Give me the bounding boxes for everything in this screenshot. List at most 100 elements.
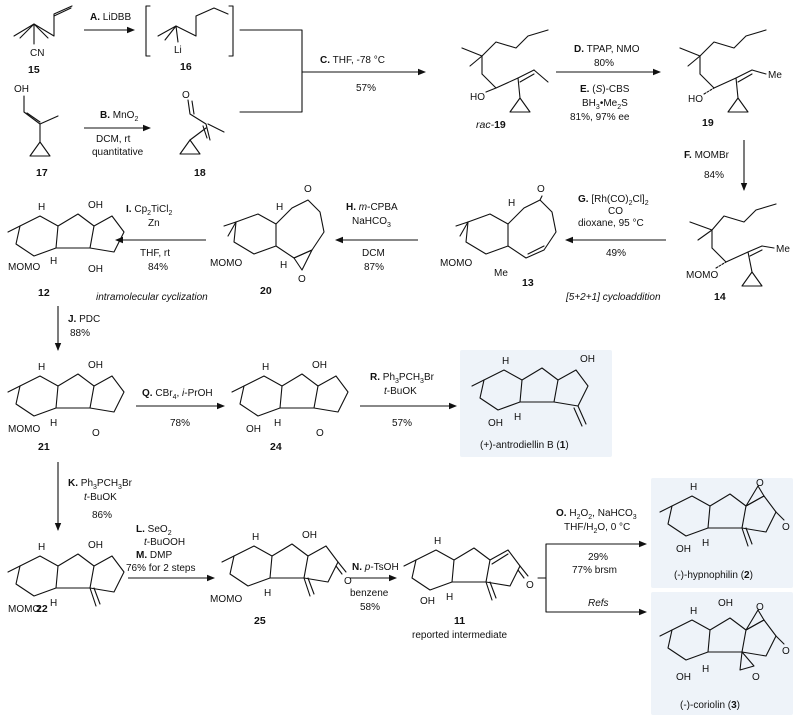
step-k-label: K. Ph3PCH3Br	[68, 478, 133, 491]
structure-14: Me MOMO	[686, 203, 790, 287]
c20-ketone-o-label: O	[304, 184, 312, 195]
compound-1-label: (+)-antrodiellin B (1)	[480, 440, 569, 451]
c19-me-label: Me	[768, 70, 782, 81]
c20-h2-label: H	[280, 260, 287, 271]
c13-o-label: O	[537, 184, 545, 195]
c14-momo-label: MOMO	[686, 270, 718, 281]
step-r-line2: t-BuOK	[384, 386, 417, 397]
c1-h2-label: H	[514, 412, 521, 423]
c3-ketone-o-label: O	[782, 646, 790, 657]
structure-15: CN	[13, 5, 73, 59]
c21-momo-label: MOMO	[8, 424, 40, 435]
compound-25-label: 25	[254, 615, 266, 627]
highlight-box-hypnophilin	[651, 478, 793, 588]
c25-h2-label: H	[264, 588, 271, 599]
step-n-line2: benzene	[350, 588, 389, 599]
step-o-label: O. H2O2, NaHCO3	[556, 508, 637, 521]
compound-13-label: 13	[522, 277, 534, 289]
c24-h2-label: H	[274, 418, 281, 429]
c2-h1-label: H	[690, 482, 697, 493]
c25-h1-label: H	[252, 532, 259, 543]
step-h-line2: NaHCO3	[352, 216, 391, 229]
step-n-label: N. p-TsOH	[352, 562, 399, 573]
compound-22-label: 22	[36, 603, 48, 615]
c20-h1-label: H	[276, 202, 283, 213]
converging-lines	[239, 29, 303, 113]
c24-oh-bottom-label: OH	[246, 424, 261, 435]
step-a-label: A. LiDBB	[90, 12, 131, 23]
compound-2-label: (-)-hypnophilin (2)	[674, 570, 753, 581]
compound-24-label: 24	[270, 441, 282, 453]
c25-o-label: O	[344, 576, 352, 587]
c22-momo-label: MOMO	[8, 604, 40, 615]
step-h-line3: DCM	[362, 248, 385, 259]
c1-oh-top-label: OH	[580, 354, 595, 365]
structure-1: OH OH H H	[471, 354, 595, 429]
structure-rac-19: HO	[461, 29, 549, 113]
compound-rac-19-label: rac-19	[476, 119, 506, 131]
step-h-label: H. m-CPBA	[346, 202, 398, 213]
c2-oh-label: OH	[676, 544, 691, 555]
aldehyde-o-label: O	[182, 90, 190, 101]
c3-h1-label: H	[690, 606, 697, 617]
c20-momo-label: MOMO	[210, 258, 242, 269]
refs-label: Refs	[588, 598, 609, 609]
c12-h1-label: H	[38, 202, 45, 213]
compound-17-label: 17	[36, 167, 48, 179]
structure-18: O	[179, 90, 225, 155]
highlight-box-antrodiellin	[460, 350, 612, 457]
c21-o-label: O	[92, 428, 100, 439]
c1-oh-bottom-label: OH	[488, 418, 503, 429]
c13-momo-label: MOMO	[440, 258, 472, 269]
step-i-line3: THF, rt	[140, 248, 170, 259]
step-c-yield: 57%	[356, 83, 376, 94]
c12-momo-label: MOMO	[8, 262, 40, 273]
step-d-label: D. TPAP, NMO	[574, 44, 640, 55]
step-g-note: [5+2+1] cycloaddition	[565, 292, 661, 303]
lithium-label: Li	[174, 45, 182, 56]
step-g-line2: CO	[608, 206, 623, 217]
c2-epoxide-o-label: O	[756, 478, 764, 489]
c13-h-label: H	[508, 198, 515, 209]
structure-13: O MOMO Me H	[440, 184, 557, 279]
structure-17: OH	[14, 84, 59, 157]
step-b-line2: DCM, rt	[96, 134, 131, 145]
compound-20-label: 20	[260, 285, 272, 297]
c11-h2-label: H	[446, 592, 453, 603]
step-d-yield: 80%	[594, 58, 614, 69]
compound-3-label: (-)-coriolin (3)	[680, 700, 740, 711]
step-m-line2: 76% for 2 steps	[126, 563, 195, 574]
structure-11: O OH H H	[403, 536, 534, 607]
c24-oh-top-label: OH	[312, 360, 327, 371]
rac19-ho-label: HO	[470, 92, 485, 103]
step-i-label: I. Cp2TiCl2	[126, 204, 172, 217]
c24-o-label: O	[316, 428, 324, 439]
step-n-line3: 58%	[360, 602, 380, 613]
structure-24: OH O OH H H	[231, 360, 349, 439]
structure-12: OH OH MOMO H H	[7, 200, 125, 275]
compound-12-label: 12	[38, 287, 50, 299]
nitrile-label: CN	[30, 48, 44, 59]
step-q-yield: 78%	[170, 418, 190, 429]
step-b-line3: quantitative	[92, 147, 144, 158]
structure-20: O O MOMO H H	[210, 184, 325, 285]
c19-ho-label: HO	[688, 94, 703, 105]
c11-oh-label: OH	[420, 596, 435, 607]
c11-h1-label: H	[434, 536, 441, 547]
c11-o-label: O	[526, 580, 534, 591]
compound-16-label: 16	[180, 61, 192, 73]
structure-3: O O O OH OH H H	[659, 598, 790, 683]
c25-momo-label: MOMO	[210, 594, 242, 605]
step-f-label: F. MOMBr	[684, 150, 730, 161]
step-i-line4: 84%	[148, 262, 168, 273]
highlight-box-coriolin	[651, 592, 793, 715]
c2-ketone-o-label: O	[782, 522, 790, 533]
compound-18-label: 18	[194, 167, 206, 179]
compound-19-label: 19	[702, 117, 714, 129]
compound-15-label: 15	[28, 64, 40, 76]
step-l-line2: t-BuOOH	[144, 537, 185, 548]
c21-h1-label: H	[38, 362, 45, 373]
step-o-yield: 29%	[588, 552, 608, 563]
step-g-label: G. [Rh(CO)2Cl]2	[578, 194, 649, 207]
